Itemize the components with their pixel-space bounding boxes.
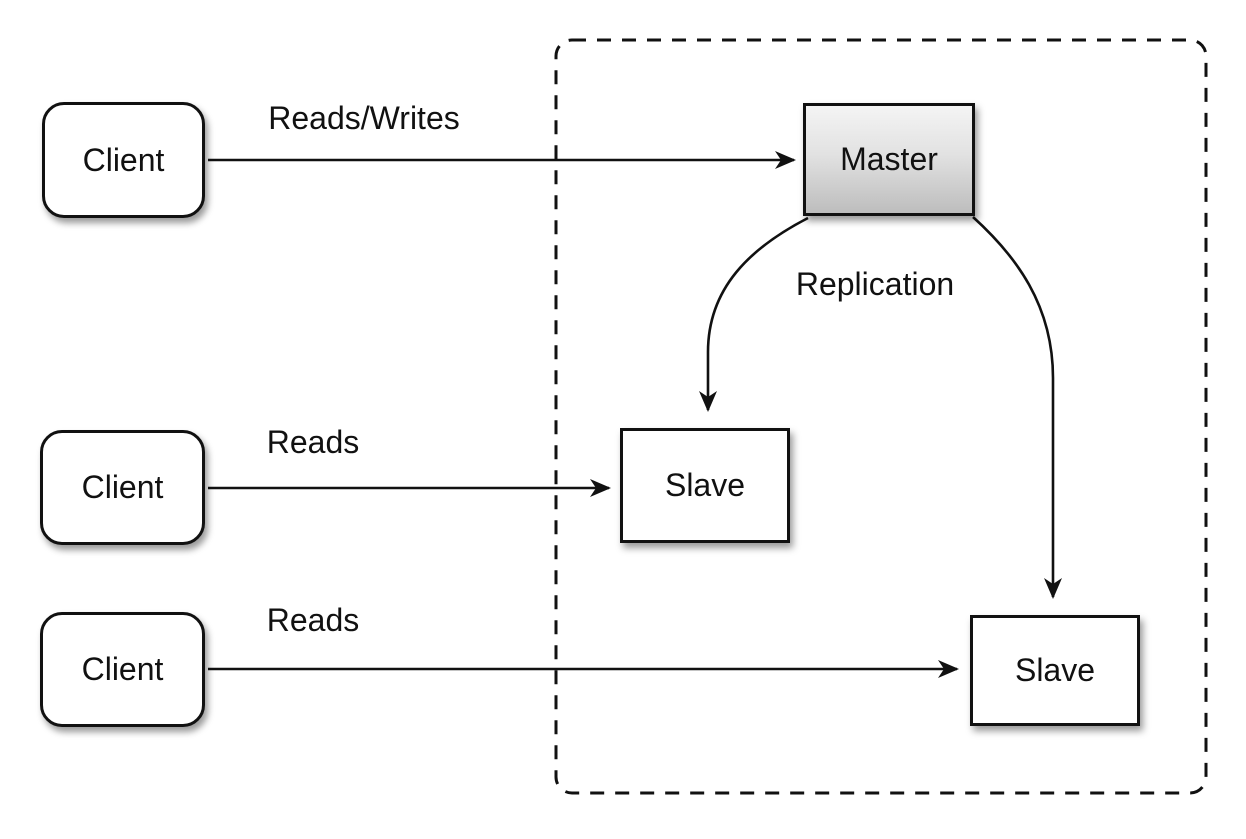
edge-label-reads-writes: Reads/Writes bbox=[268, 100, 460, 136]
edge-label-reads-2: Reads bbox=[266, 602, 360, 638]
node-client-3-label: Client bbox=[81, 651, 164, 687]
node-slave-2-label: Slave bbox=[1014, 652, 1096, 688]
node-master: Master bbox=[803, 103, 975, 216]
node-slave-1: Slave bbox=[620, 428, 790, 543]
replication-group-boundary bbox=[554, 38, 1208, 795]
node-client-2-label: Client bbox=[81, 469, 164, 505]
node-client-2: Client bbox=[40, 430, 205, 545]
node-client-3: Client bbox=[40, 612, 205, 727]
node-client-1: Client bbox=[42, 102, 205, 218]
edge-label-replication: Replication bbox=[795, 266, 955, 302]
node-slave-1-label: Slave bbox=[664, 467, 746, 503]
node-slave-2: Slave bbox=[970, 615, 1140, 726]
node-client-1-label: Client bbox=[82, 141, 165, 178]
edge-master-slave1-arrow bbox=[699, 216, 809, 412]
edge-label-reads-1: Reads bbox=[266, 424, 360, 460]
edge-master-slave2-arrow bbox=[972, 216, 1062, 599]
node-master-label: Master bbox=[840, 141, 938, 177]
